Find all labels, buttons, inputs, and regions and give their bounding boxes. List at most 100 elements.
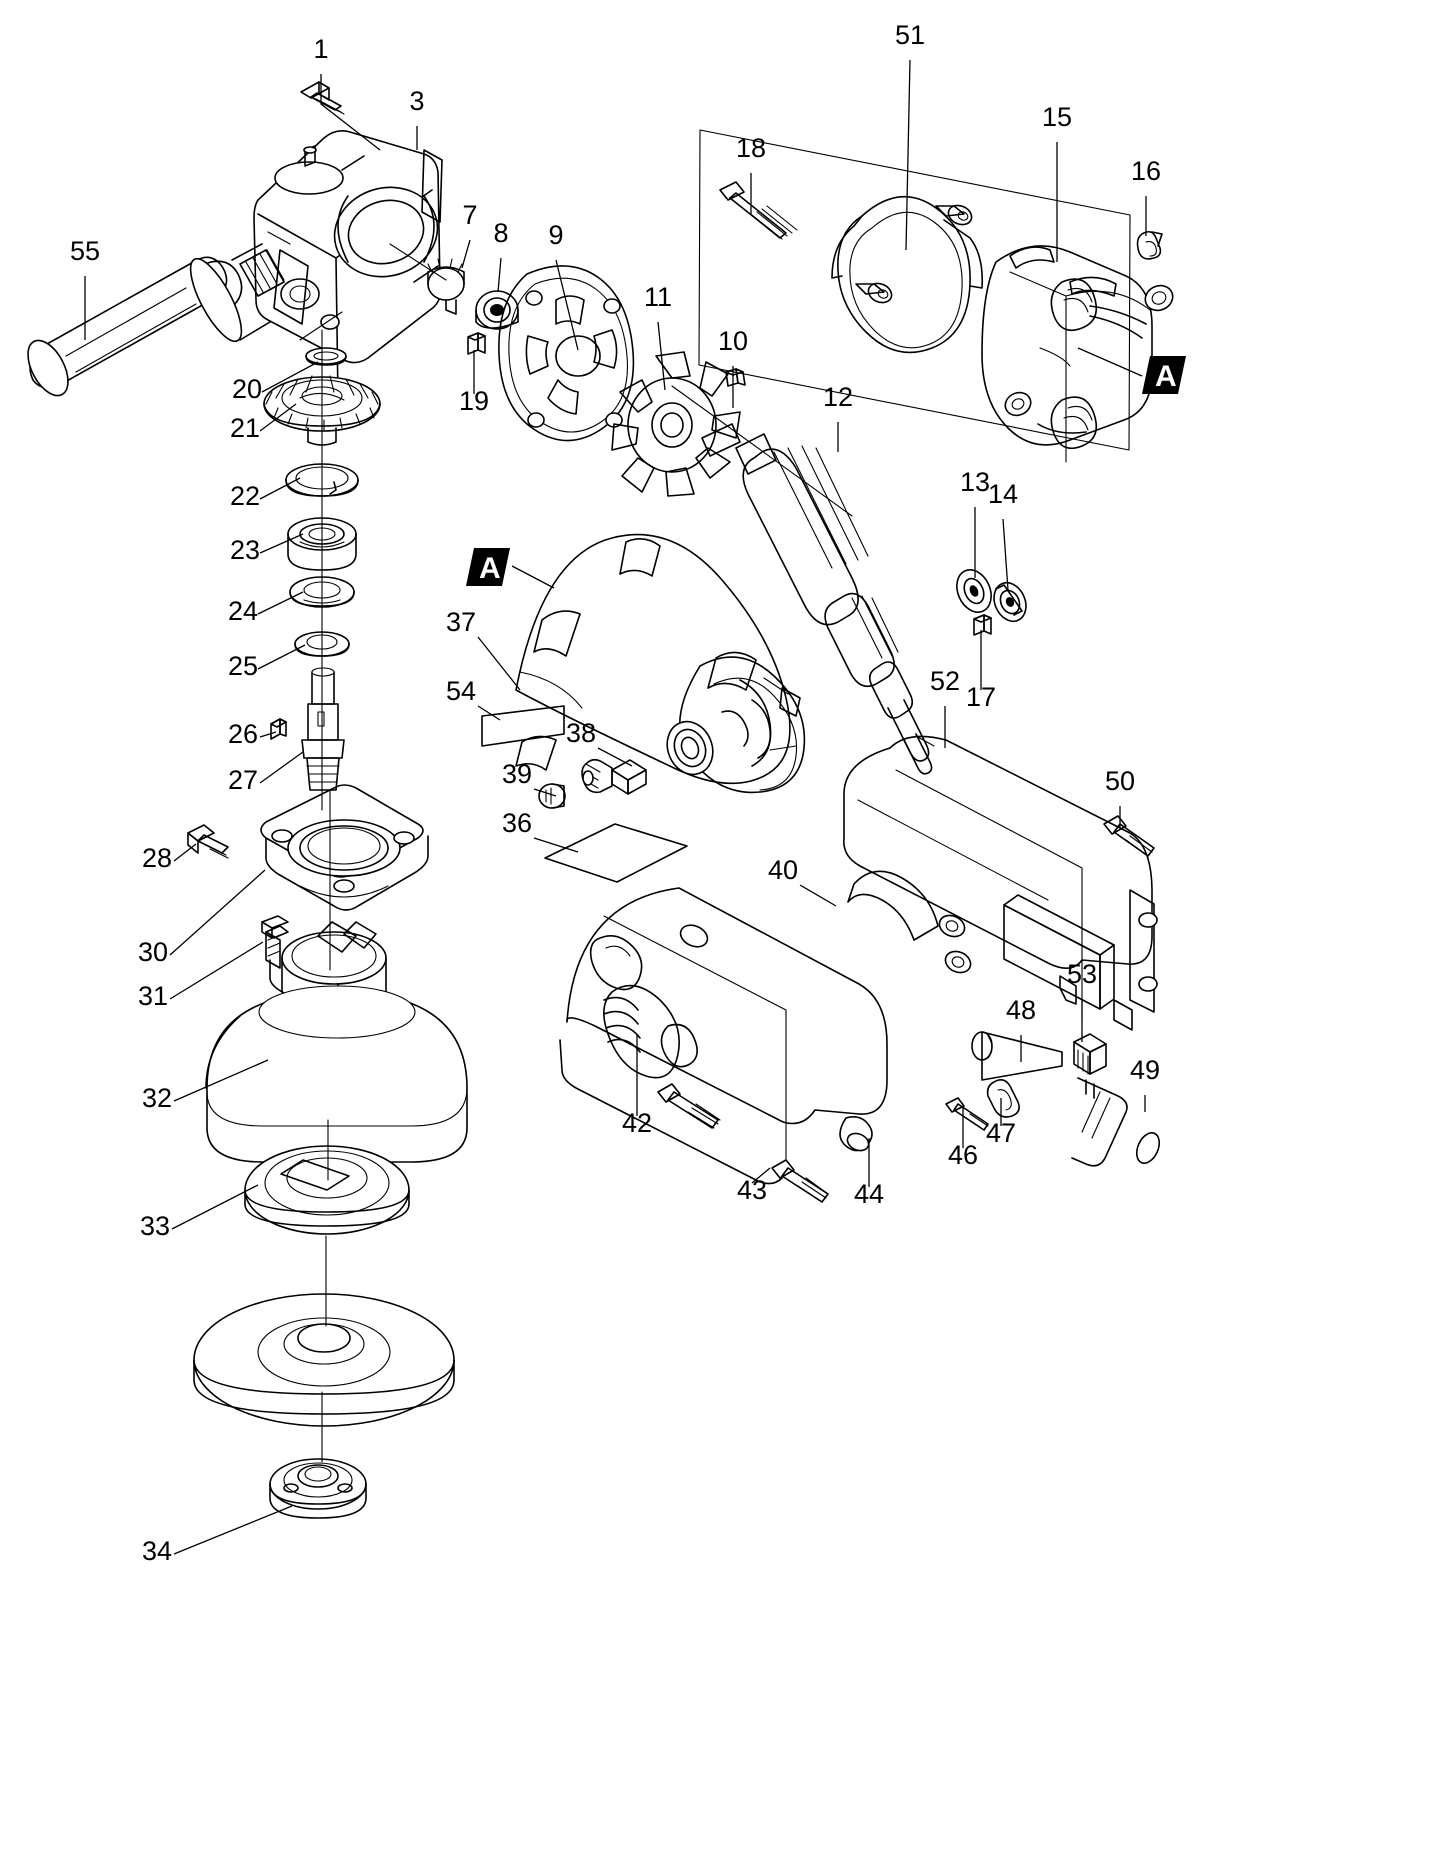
callout-leader-27: [259, 751, 304, 784]
callout-leader-43: [751, 1167, 771, 1184]
callout-28: 28: [142, 843, 197, 873]
callout-21: 21: [230, 403, 297, 443]
part-47-clamp-plate: [986, 1078, 1020, 1118]
part-27-spindle: [301, 667, 345, 791]
part-40-handle-half-left: [559, 887, 888, 1185]
callout-number-24: 24: [228, 596, 258, 626]
part-54-label-strip: [481, 705, 565, 747]
part-30-gear-cover: [260, 784, 429, 911]
callout-number-48: 48: [1006, 995, 1036, 1025]
callout-13: 13: [960, 467, 990, 578]
section-marker-a-left-text: A: [479, 552, 501, 585]
section-marker-a-right-text: A: [1155, 360, 1177, 393]
part-51-bearing-retainer: [831, 196, 984, 354]
callout-number-22: 22: [230, 481, 260, 511]
callout-leader-9: [555, 259, 579, 351]
callout-11: 11: [644, 282, 672, 391]
part-31-screw: [261, 915, 289, 969]
part-16-terminal-clip: [1136, 230, 1163, 260]
callout-39: 39: [502, 759, 557, 797]
callout-51: 51: [895, 20, 925, 251]
callout-number-17: 17: [966, 682, 996, 712]
part-group-handle-left: [559, 887, 888, 1203]
callout-number-54: 54: [446, 676, 476, 706]
callout-number-3: 3: [409, 86, 424, 116]
part-18-machine-screw: [719, 181, 798, 240]
callout-leader-36: [533, 837, 579, 853]
callout-number-46: 46: [948, 1140, 978, 1170]
callout-number-9: 9: [548, 220, 563, 250]
callout-number-39: 39: [502, 759, 532, 789]
callout-number-51: 51: [895, 20, 925, 50]
callout-number-11: 11: [644, 282, 672, 312]
callout-number-27: 27: [228, 765, 258, 795]
part-1-screw: [300, 81, 345, 115]
callout-leader-8: [497, 257, 502, 293]
callout-18: 18: [736, 133, 766, 215]
callout-number-37: 37: [446, 607, 476, 637]
callout-number-34: 34: [142, 1536, 172, 1566]
callout-leader-32: [173, 1059, 269, 1102]
callout-27: 27: [228, 751, 304, 795]
callout-42: 42: [622, 1034, 652, 1138]
callout-number-28: 28: [142, 843, 172, 873]
callout-leader-39: [533, 788, 557, 797]
callout-number-52: 52: [930, 666, 960, 696]
callout-number-8: 8: [493, 218, 508, 248]
callout-number-13: 13: [960, 467, 990, 497]
part-42-screw: [657, 1083, 721, 1129]
part-33-inner-flange: [244, 1145, 410, 1235]
callout-leader-38: [597, 747, 633, 767]
part-28-screw: [187, 824, 229, 859]
part-group-gear-housing: [27, 81, 443, 399]
assembly-axis-lines: [321, 243, 935, 1463]
part-group-pinion-bearingbox: [427, 258, 746, 497]
part-46-screw: [945, 1097, 989, 1131]
callout-52: 52: [930, 666, 960, 748]
callout-number-7: 7: [462, 200, 477, 230]
callout-25: 25: [228, 644, 306, 681]
callout-leader-33: [171, 1184, 259, 1230]
callout-leader-11: [657, 321, 666, 391]
callout-number-43: 43: [737, 1175, 767, 1205]
callout-number-53: 53: [1067, 959, 1097, 989]
part-52-handle-half-right: [843, 735, 1158, 1031]
callout-leader-7: [461, 239, 471, 269]
callout-leader-54: [477, 705, 501, 721]
part-10-key: [725, 368, 746, 387]
callout-19: 19: [459, 350, 489, 416]
callout-30: 30: [138, 869, 266, 967]
callout-38: 38: [566, 718, 633, 767]
part-13-washer: [956, 569, 992, 613]
part-group-guard-and-wheel: [187, 784, 468, 1519]
callout-number-32: 32: [142, 1083, 172, 1113]
callout-50: 50: [1105, 766, 1135, 828]
callout-number-19: 19: [459, 386, 489, 416]
callout-number-38: 38: [566, 718, 596, 748]
callout-number-10: 10: [718, 326, 748, 356]
callout-3: 3: [409, 86, 425, 150]
callout-14: 14: [988, 479, 1018, 591]
part-37-brush-end-detail: [666, 656, 806, 794]
part-32-wheel-guard: [205, 921, 468, 1163]
callout-17: 17: [966, 630, 996, 712]
callout-number-12: 12: [823, 382, 853, 412]
callout-leader-28: [173, 843, 197, 862]
callout-54: 54: [446, 676, 501, 721]
callout-number-1: 1: [313, 34, 328, 64]
part-9-bearing-box: [498, 265, 635, 442]
part-7-bevel-pinion: [427, 258, 465, 315]
part-3-gear-housing: [253, 130, 443, 399]
callout-number-23: 23: [230, 535, 260, 565]
part-39-brush-cap: [538, 783, 566, 809]
callout-31: 31: [138, 941, 264, 1011]
callout-48: 48: [1006, 995, 1036, 1062]
callout-12: 12: [823, 382, 853, 452]
part-11-cooling-fan: [611, 351, 741, 497]
callout-number-14: 14: [988, 479, 1018, 509]
part-53-cord-clamp: [1073, 1033, 1107, 1075]
callout-23: 23: [230, 533, 304, 565]
part-36-name-plate: [544, 823, 688, 883]
